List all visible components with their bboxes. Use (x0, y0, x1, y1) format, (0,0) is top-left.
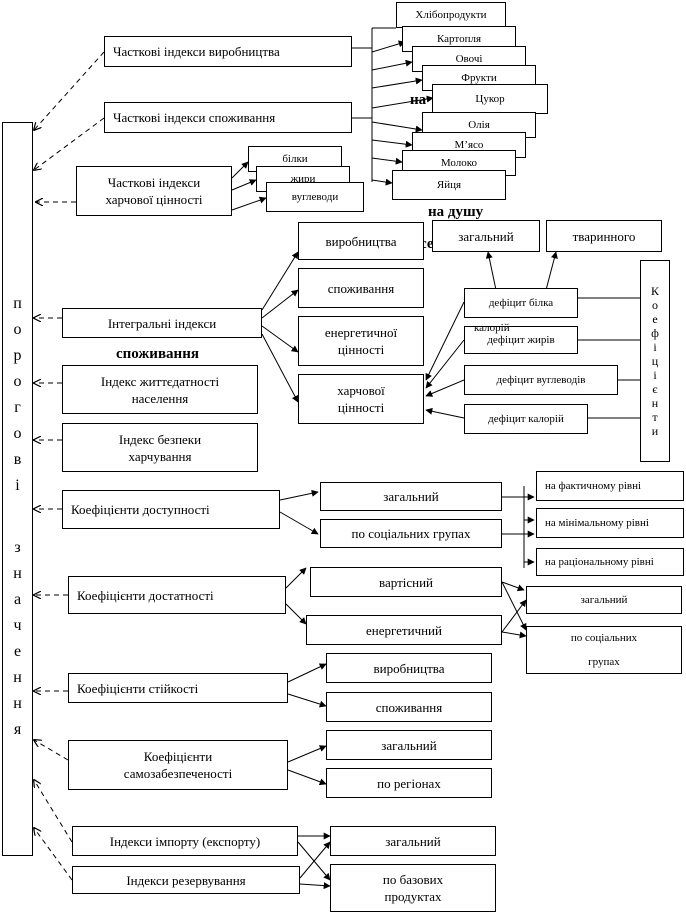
partial-nutrition-box: Часткові індекси харчової цінності (76, 166, 232, 216)
column-letter: а (13, 591, 22, 608)
column-letter: о (13, 425, 22, 442)
coefficient-letter: е (652, 312, 658, 326)
self-sufficiency-box: Коефіцієнти самозабезпеченості (68, 740, 288, 790)
availability-box: Коефіцієнти доступності (62, 490, 280, 529)
deficit-protein: дефіцит білка (464, 288, 578, 318)
stability-production: виробництва (326, 653, 492, 683)
column-letter: н (13, 695, 22, 712)
column-letter: е (13, 643, 22, 660)
partial-production-box: Часткові індекси виробництва (104, 36, 352, 67)
deficit-fats: дефіцит жирів (464, 326, 578, 354)
food-safety-box: Індекс безпеки харчування (62, 423, 258, 472)
product-bread: Хлібопродукти (396, 2, 506, 28)
coefficient-letter: К (650, 284, 659, 298)
deficit-calories: дефіцит калорій (464, 404, 588, 434)
self-total: загальний (326, 730, 492, 760)
reserve-box: Індекси резервування (72, 866, 300, 894)
level-rational: на раціональному рівні (536, 548, 684, 576)
self-regions: по регіонах (326, 768, 492, 798)
sufficiency-energy: енергетичний (306, 615, 502, 645)
level-rational-label: на раціональному рівні (545, 556, 654, 568)
column-letter: о (13, 373, 22, 390)
coefficient-letter: и (651, 424, 659, 438)
column-letter: і (15, 477, 20, 494)
overlap-per-capita: на душу (428, 204, 484, 220)
column-letter: н (13, 565, 22, 582)
coefficient-letter: н (651, 396, 659, 410)
column-letter: р (13, 347, 22, 364)
column-letter: о (13, 321, 22, 338)
column-letter: п (13, 295, 22, 312)
column-letter: ч (13, 617, 22, 634)
protein-total: загальний (432, 220, 540, 252)
vitality-box: Індекс життєдатності населення (62, 365, 258, 414)
coefficient-letter: о (651, 298, 658, 312)
deficit-calories-overlap: калорій (474, 322, 510, 334)
overlap-consumption: споживання (116, 346, 199, 362)
column-letter: н (13, 669, 22, 686)
protein-animal: тваринного (546, 220, 662, 252)
overlap-na: на (410, 92, 427, 108)
level-minimal: на мінімальному рівні (536, 508, 684, 538)
integral-consumption: споживання (298, 268, 424, 308)
integral-nutrition: харчової цінності (298, 374, 424, 424)
partial-consumption-box: Часткові індекси споживання (104, 102, 352, 133)
sufficiency-total: загальний (526, 586, 682, 614)
import-total: загальний (330, 826, 496, 856)
column-letter: я (13, 721, 22, 738)
coefficient-letter: і (653, 340, 657, 354)
coefficient-letter: т (652, 410, 658, 424)
column-letter: в (13, 451, 22, 468)
integral-box: Інтегральні індекси (62, 308, 262, 338)
coefficient-letter: і (653, 368, 657, 382)
product-eggs: Яйця (392, 170, 506, 200)
integral-energy: енергетичної цінності (298, 316, 424, 366)
coefficient-letter: ф (651, 326, 659, 340)
stability-consumption: споживання (326, 692, 492, 722)
product-sugar: Цукор (432, 84, 548, 114)
sufficiency-social: по соціальних групах (526, 626, 682, 674)
deficit-carbs: дефіцит вуглеводів (464, 365, 618, 395)
import-basic: по базових продуктах (330, 864, 496, 912)
sufficiency-cost: вартісний (310, 567, 502, 597)
integral-production: виробництва (298, 222, 424, 260)
coefficient-letter: ц (651, 354, 659, 368)
column-letter: г (14, 399, 21, 416)
stability-box: Коефіцієнти стійкості (68, 673, 288, 703)
sufficiency-box: Коефіцієнти достатності (68, 576, 286, 614)
coefficient-letter: є (652, 382, 658, 396)
level-actual: на фактичному рівні (536, 471, 684, 501)
nutrient-carbs: вуглеводи (266, 182, 364, 212)
availability-total: загальний (320, 482, 502, 511)
import-export-box: Індекси імпорту (експорту) (72, 826, 298, 856)
availability-social: по соціальних групах (320, 519, 502, 548)
column-letter: з (14, 539, 21, 556)
